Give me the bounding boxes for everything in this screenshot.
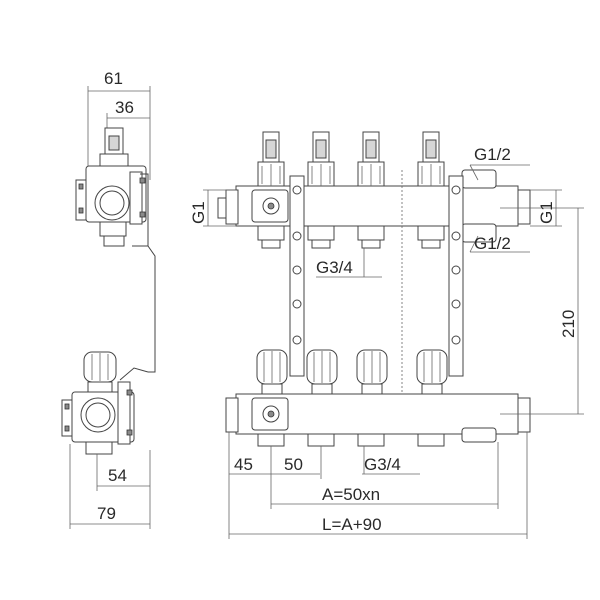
g1-left-label: G1 <box>189 201 208 224</box>
dim-79-label: 79 <box>97 504 116 523</box>
dim-50-label: 50 <box>284 455 303 474</box>
front-view <box>203 131 584 539</box>
wall-brackets <box>289 170 464 420</box>
flowmeter-row <box>257 131 445 187</box>
dim-210-label: 210 <box>559 310 578 338</box>
g1-right-label: G1 <box>537 201 556 224</box>
dim-61-label: 61 <box>104 69 123 88</box>
side-view <box>61 86 156 529</box>
g12-bottom-label: G1/2 <box>474 234 511 253</box>
upper-outlets <box>257 225 445 249</box>
dim-45-label: 45 <box>234 455 253 474</box>
l-formula-label: L=A+90 <box>322 515 382 534</box>
a-formula-label: A=50xn <box>322 485 380 504</box>
dim-54-label: 54 <box>108 466 127 485</box>
lower-outlets <box>257 433 445 447</box>
dim-36-label: 36 <box>115 98 134 117</box>
g34-upper-label: G3/4 <box>316 258 353 277</box>
valve-heads <box>256 349 448 395</box>
g34-lower-label: G3/4 <box>364 455 401 474</box>
g12-top-label: G1/2 <box>474 145 511 164</box>
